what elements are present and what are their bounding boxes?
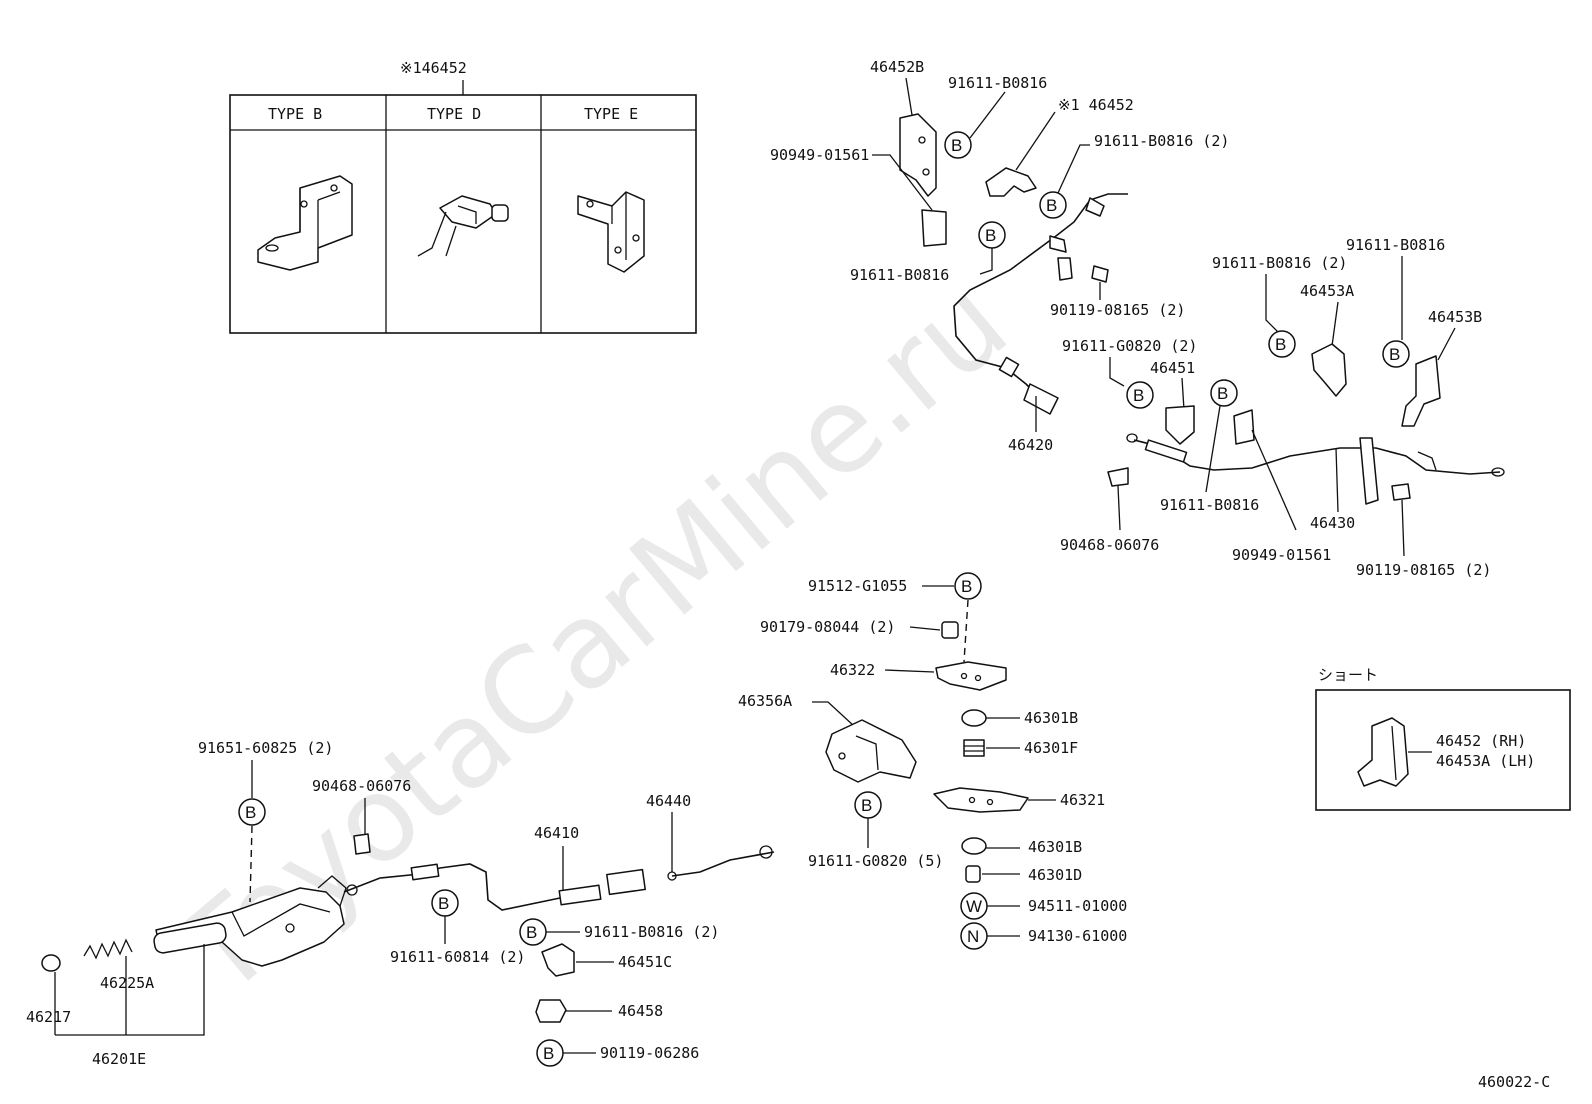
label-46217: 46217	[26, 1008, 71, 1026]
label-90179-08044-2: 90179-08044 (2)	[760, 618, 895, 636]
label-90949-01561-b: 90949-01561	[1232, 546, 1331, 564]
label-46440: 46440	[646, 792, 691, 810]
label-46452b: 46452B	[870, 58, 924, 76]
bolt-symbol-2: B	[1046, 196, 1057, 215]
inset-label-lh: 46453A (LH)	[1436, 752, 1535, 770]
bolt-symbol-4: B	[1133, 386, 1144, 405]
label-91611-g0820-5: 91611-G0820 (5)	[808, 852, 943, 870]
bolt-symbol-10: B	[245, 803, 256, 822]
diagram-code: 460022-C	[1478, 1073, 1550, 1091]
bolt-symbol-12: B	[526, 923, 537, 942]
bolt-symbol-6: B	[1275, 335, 1286, 354]
bracket-146452-drawing	[985, 167, 1037, 197]
label-94511-01000: 94511-01000	[1028, 897, 1127, 915]
label-90468-06076-b: 90468-06076	[312, 777, 411, 795]
label-46453a: 46453A	[1300, 282, 1354, 300]
type-e-header: TYPE E	[584, 105, 638, 123]
label-46356a: 46356A	[738, 692, 792, 710]
label-46451c: 46451C	[618, 953, 672, 971]
label-46301f: 46301F	[1024, 739, 1078, 757]
inset-title: ショート	[1318, 666, 1378, 684]
equalizer-46322-drawing	[935, 661, 1007, 691]
label-91611-b0816-b: 91611-B0816	[850, 266, 949, 284]
bolt-symbol-9: B	[861, 796, 872, 815]
label-90468-06076-a: 90468-06076	[1060, 536, 1159, 554]
knob-46217-drawing	[41, 954, 61, 972]
washer-symbol: W	[966, 897, 982, 916]
label-91611-g0820-2: 91611-G0820 (2)	[1062, 337, 1197, 355]
label-91651-60825-2: 91651-60825 (2)	[198, 739, 333, 757]
bracket-46452b-drawing	[899, 113, 937, 197]
label-90119-08165-2a: 90119-08165 (2)	[1050, 301, 1185, 319]
bracket-46451-drawing	[1165, 405, 1195, 445]
inset-label-rh: 46452 (RH)	[1436, 732, 1526, 750]
label-46458: 46458	[618, 1002, 663, 1020]
type-b-bracket-drawing	[257, 175, 353, 271]
label-46453b: 46453B	[1428, 308, 1482, 326]
label-46301b-b: 46301B	[1028, 838, 1082, 856]
label-46225a: 46225A	[100, 974, 154, 992]
lever-46321-drawing	[933, 787, 1029, 813]
label-46301b-a: 46301B	[1024, 709, 1078, 727]
inset-short-box: ショート 46452 (RH) 46453A (LH)	[1315, 666, 1571, 811]
type-b-header: TYPE B	[268, 105, 322, 123]
lever-46201e-drawing	[153, 875, 347, 967]
label-1-46452: ※1 46452	[1058, 96, 1134, 114]
nut-symbol: N	[967, 927, 979, 946]
bolt-symbol-11: B	[438, 894, 449, 913]
label-46430: 46430	[1310, 514, 1355, 532]
label-90119-06286: 90119-06286	[600, 1044, 699, 1062]
label-46321: 46321	[1060, 791, 1105, 809]
type-table: ※146452 TYPE B TYPE D TYPE E	[229, 59, 697, 334]
bracket-46453b-drawing	[1401, 355, 1441, 427]
label-46201e: 46201E	[92, 1050, 146, 1068]
bracket-46453a-drawing	[1311, 343, 1347, 397]
bracket-46356a-drawing	[825, 719, 917, 783]
spring-46225a-drawing	[83, 938, 133, 960]
label-46420: 46420	[1008, 436, 1053, 454]
label-46451: 46451	[1150, 359, 1195, 377]
label-91611-60814-2: 91611-60814 (2)	[390, 948, 525, 966]
label-91611-b0816-2c: 91611-B0816 (2)	[584, 923, 719, 941]
type-table-title: ※146452	[400, 59, 467, 77]
bolt-symbol-3: B	[985, 226, 996, 245]
label-94130-61000: 94130-61000	[1028, 927, 1127, 945]
label-91611-b0816-c: 91611-B0816	[1346, 236, 1445, 254]
clip-90949-drawing	[921, 209, 947, 247]
bolt-symbol-8: B	[961, 577, 972, 596]
label-90119-08165-2b: 90119-08165 (2)	[1356, 561, 1491, 579]
bolt-symbol-5: B	[1217, 384, 1228, 403]
bolt-symbol-13: B	[543, 1044, 554, 1063]
cap-46458-drawing	[535, 999, 567, 1023]
bolt-symbol-7: B	[1389, 345, 1400, 364]
label-91611-b0816-d: 91611-B0816	[1160, 496, 1259, 514]
label-91611-b0816-2b: 91611-B0816 (2)	[1212, 254, 1347, 272]
label-91512-g1055: 91512-G1055	[808, 577, 907, 595]
bolt-symbol-1: B	[951, 136, 962, 155]
type-e-bracket-drawing	[577, 191, 645, 273]
label-90949-01561-a: 90949-01561	[770, 146, 869, 164]
label-91611-b0816-a: 91611-B0816	[948, 74, 1047, 92]
label-46410: 46410	[534, 824, 579, 842]
label-46301d: 46301D	[1028, 866, 1082, 884]
label-46322: 46322	[830, 661, 875, 679]
type-d-header: TYPE D	[427, 105, 481, 123]
type-d-clip-drawing	[417, 195, 509, 257]
label-91611-b0816-2a: 91611-B0816 (2)	[1094, 132, 1229, 150]
bracket-46451c-drawing	[541, 943, 575, 977]
